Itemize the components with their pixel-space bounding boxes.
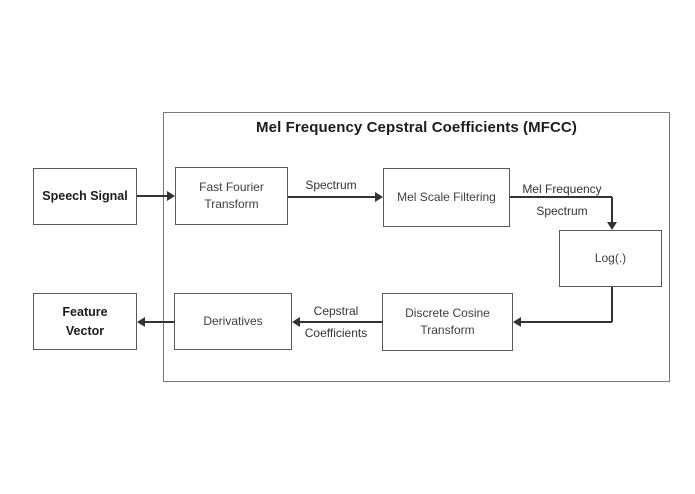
node-speech-signal-label: Speech Signal [42,189,128,204]
arrow-mel-to-log-hline [510,196,612,198]
node-fast-fourier-transform-label: Fast Fourier Transform [199,179,264,211]
node-mel-scale-filtering-label: Mel Scale Filtering [397,189,496,204]
arrowhead-down-icon [607,222,617,230]
arrow-dct-to-derivatives-line [299,321,382,323]
arrowhead-right-icon [375,192,383,203]
arrow-log-to-dct-hline [520,321,612,323]
arrowhead-left-icon [137,317,145,328]
arrowhead-left-icon [513,317,521,328]
node-speech-signal: Speech Signal [33,168,137,225]
arrow-mel-to-log-vline [611,197,613,223]
arrowhead-left-icon [292,317,300,328]
node-discrete-cosine-transform-label: Discrete Cosine Transform [405,305,490,337]
mfcc-container-box [163,112,670,382]
node-fast-fourier-transform: Fast Fourier Transform [175,167,288,225]
node-derivatives: Derivatives [174,293,292,350]
arrow-fft-to-mel-line [288,196,376,198]
node-discrete-cosine-transform: Discrete Cosine Transform [382,293,513,351]
edge-label-mel-frequency-spectrum: Mel Frequency Spectrum [522,182,602,218]
arrow-log-to-dct-vline [611,287,613,322]
node-feature-vector-label: Feature Vector [62,305,108,338]
node-log: Log(.) [559,230,662,287]
edge-label-cepstral-coefficients: Cepstral Coefficients [304,304,368,340]
node-log-label: Log(.) [594,250,627,265]
arrowhead-right-icon [167,191,175,202]
diagram-title: Mel Frequency Cepstral Coefficients (MFC… [256,119,577,136]
edge-label-spectrum: Spectrum [305,178,357,192]
node-mel-scale-filtering: Mel Scale Filtering [383,168,510,227]
arrow-speech-to-fft-line [137,195,168,197]
node-feature-vector: Feature Vector [33,293,137,350]
arrow-derivatives-to-feature-line [144,321,174,323]
node-derivatives-label: Derivatives [203,313,263,328]
